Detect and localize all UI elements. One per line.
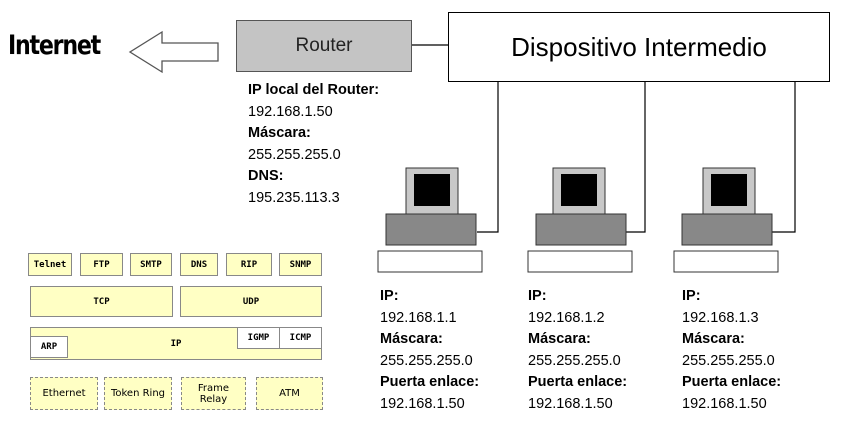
proto-ip: IP bbox=[170, 338, 182, 349]
router-info: IP local del Router: 192.168.1.50 Máscar… bbox=[248, 80, 379, 209]
router-dns-value: 195.235.113.3 bbox=[248, 189, 340, 206]
router-box: Router bbox=[236, 20, 412, 72]
computer-2-info: IP: 192.168.1.2 Máscara: 255.255.255.0 P… bbox=[528, 286, 627, 415]
pc-gateway-value: 192.168.1.50 bbox=[528, 395, 613, 412]
computer-3-icon bbox=[673, 167, 779, 273]
router-mask-value: 255.255.255.0 bbox=[248, 146, 341, 163]
pc-ip-value: 192.168.1.1 bbox=[380, 309, 457, 326]
proto-rip: RIP bbox=[226, 253, 272, 276]
pc-mask-label: Máscara: bbox=[380, 331, 443, 347]
pc-mask-label: Máscara: bbox=[528, 331, 591, 347]
proto-igmp: IGMP bbox=[237, 327, 280, 349]
proto-snmp: SNMP bbox=[279, 253, 322, 276]
proto-telnet: Telnet bbox=[28, 253, 72, 276]
pc-mask-value: 255.255.255.0 bbox=[528, 352, 621, 369]
pc-mask-value: 255.255.255.0 bbox=[380, 352, 473, 369]
proto-icmp: ICMP bbox=[279, 327, 322, 349]
computer-3-info: IP: 192.168.1.3 Máscara: 255.255.255.0 P… bbox=[682, 286, 781, 415]
computer-2-icon bbox=[527, 167, 633, 273]
router-ip-label: IP local del Router: bbox=[248, 82, 380, 98]
pc-ip-label: IP: bbox=[528, 288, 547, 304]
pc-ip-value: 192.168.1.3 bbox=[682, 309, 759, 326]
proto-dns: DNS bbox=[180, 253, 218, 276]
pc-gateway-label: Puerta enlace: bbox=[682, 374, 782, 390]
proto-ftp: FTP bbox=[80, 253, 123, 276]
computer-1-icon bbox=[377, 167, 483, 273]
phys-ethernet: Ethernet bbox=[30, 377, 98, 410]
pc2-link bbox=[626, 80, 646, 233]
pc-mask-value: 255.255.255.0 bbox=[682, 352, 775, 369]
pc-gateway-label: Puerta enlace: bbox=[528, 374, 628, 390]
proto-smtp: SMTP bbox=[130, 253, 172, 276]
router-mask-label: Máscara: bbox=[248, 125, 311, 141]
internet-label: Internet bbox=[8, 30, 101, 61]
pc-ip-label: IP: bbox=[682, 288, 701, 304]
intermediate-device-box: Dispositivo Intermedio bbox=[448, 12, 830, 82]
proto-udp: UDP bbox=[180, 286, 322, 317]
pc-ip-label: IP: bbox=[380, 288, 399, 304]
pc-ip-value: 192.168.1.2 bbox=[528, 309, 605, 326]
proto-arp: ARP bbox=[30, 336, 68, 358]
phys-frame-relay: Frame Relay bbox=[181, 377, 246, 410]
phys-token-ring: Token Ring bbox=[104, 377, 172, 410]
phys-atm: ATM bbox=[256, 377, 323, 410]
pc-gateway-label: Puerta enlace: bbox=[380, 374, 480, 390]
router-ip-value: 192.168.1.50 bbox=[248, 103, 333, 120]
pc-gateway-value: 192.168.1.50 bbox=[380, 395, 465, 412]
pc-mask-label: Máscara: bbox=[682, 331, 745, 347]
router-dns-label: DNS: bbox=[248, 168, 284, 184]
computer-1-info: IP: 192.168.1.1 Máscara: 255.255.255.0 P… bbox=[380, 286, 479, 415]
proto-tcp: TCP bbox=[30, 286, 173, 317]
internet-arrow-icon bbox=[128, 30, 219, 74]
pc1-link bbox=[477, 80, 499, 233]
pc-gateway-value: 192.168.1.50 bbox=[682, 395, 767, 412]
pc3-link bbox=[772, 80, 796, 233]
